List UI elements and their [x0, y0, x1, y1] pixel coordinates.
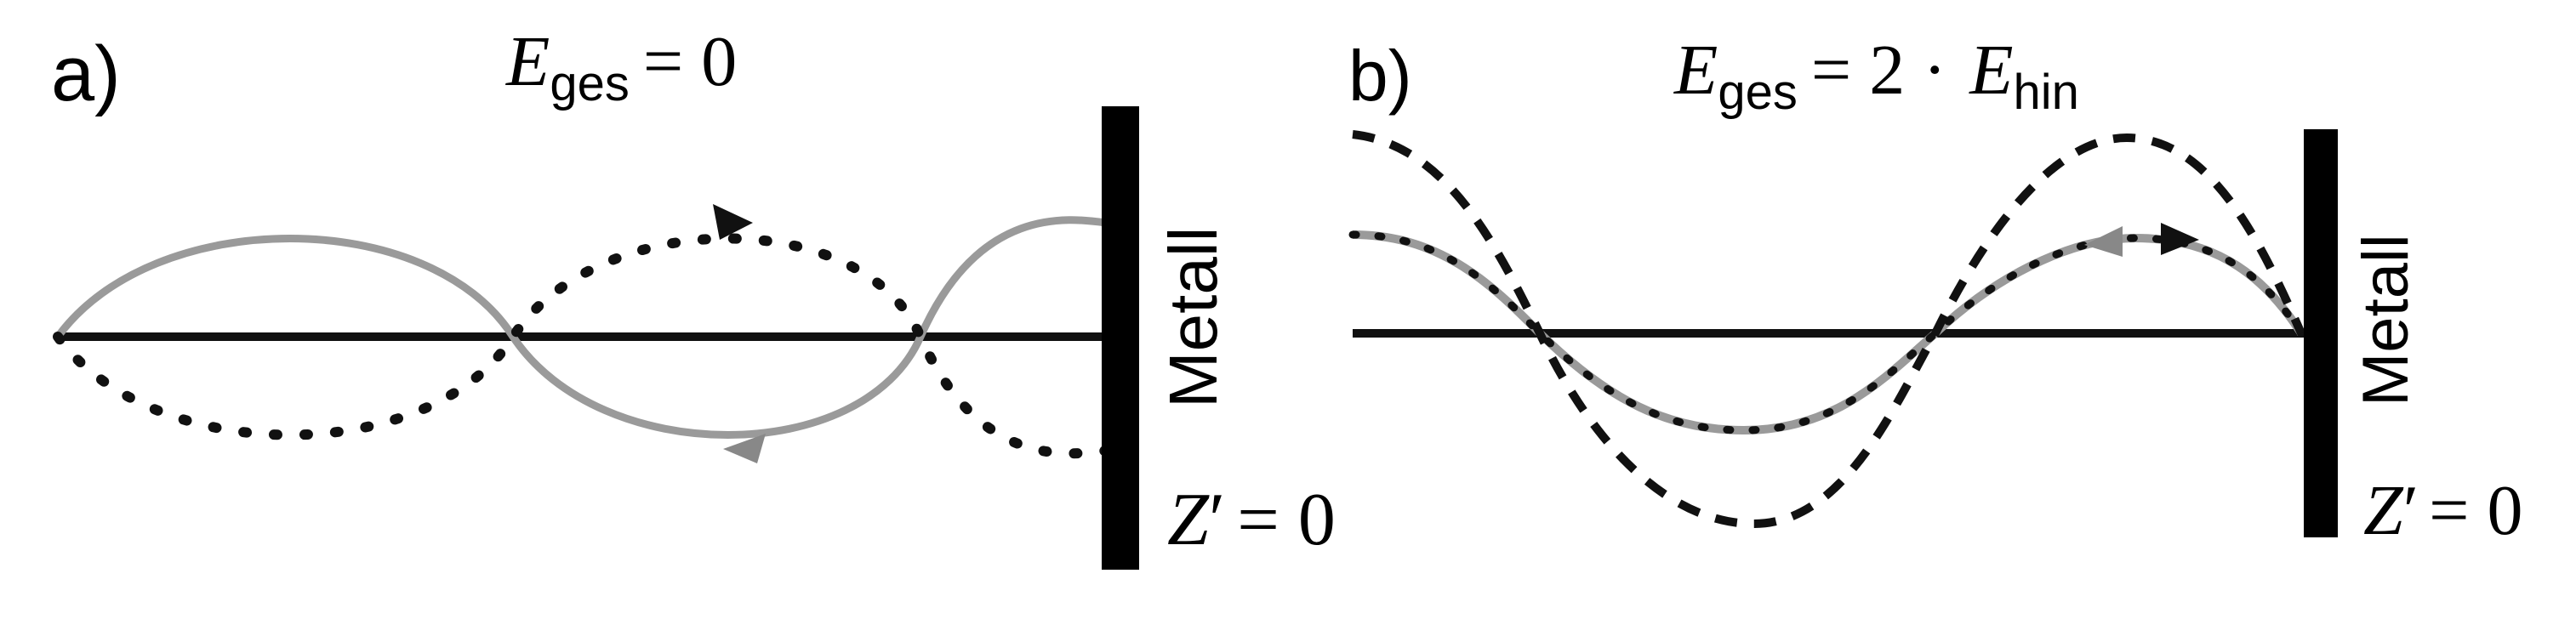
panel-b-incident-arrow	[2084, 226, 2123, 257]
panel-a-reflected-arrow	[713, 204, 753, 240]
panel-b: b) Eges= 2 · Ehin Metall Z′= 0	[1348, 31, 2522, 550]
panel-b-label: b)	[1348, 36, 1412, 116]
panel-a: a) Eges= 0 Metall Z′= 0	[51, 22, 1336, 570]
panel-a-equation: Eges= 0	[505, 22, 737, 111]
panel-b-equation: Eges= 2 · Ehin	[1673, 31, 2079, 120]
panel-b-impedance: Z′= 0	[2363, 471, 2522, 550]
panel-a-incident-arrow	[723, 434, 766, 463]
panel-b-wall-label: Metall	[2350, 234, 2422, 406]
panel-a-wall-label: Metall	[1155, 227, 1231, 408]
panel-a-incident-wave	[54, 216, 1107, 439]
panel-a-impedance: Z′= 0	[1167, 479, 1336, 561]
panel-b-total-wave	[1352, 130, 2305, 529]
panel-b-metal-wall	[2304, 129, 2338, 537]
panel-a-reflected-wave	[53, 233, 1111, 459]
panel-b-reflected-arrow	[2161, 223, 2199, 255]
panel-a-metal-wall	[1102, 106, 1139, 570]
panel-b-reflected-wave	[1348, 230, 2305, 434]
panel-a-label: a)	[51, 31, 121, 117]
